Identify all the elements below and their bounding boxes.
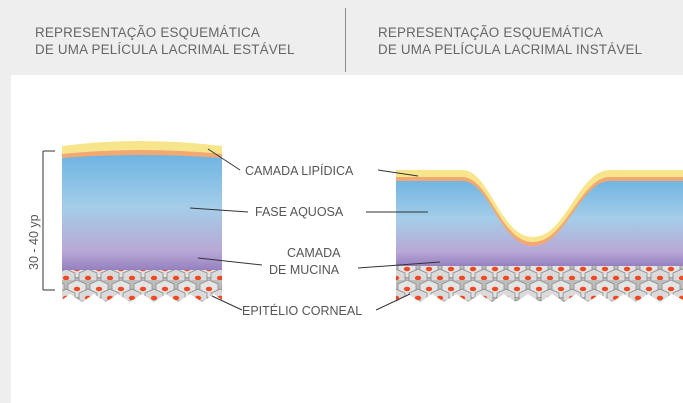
stable-tear-film <box>62 141 222 302</box>
header-right-line1: REPRESENTAÇÃO ESQUEMÁTICA <box>378 25 603 40</box>
header-left-line1: REPRESENTAÇÃO ESQUEMÁTICA <box>35 25 260 40</box>
unstable-cell-layer <box>396 266 683 302</box>
label-lipid-layer: CAMADA LIPÍDICA <box>245 163 354 178</box>
header-right-line2: DE UMA PELÍCULA LACRIMAL INSTÁVEL <box>378 42 643 57</box>
label-mucin-line2: DE MUCINA <box>269 263 340 277</box>
stable-cell-layer <box>62 270 222 302</box>
stable-aqueous-layer <box>62 153 222 275</box>
leader-lines <box>189 148 441 311</box>
label-corneal-epithelium: EPITÉLIO CORNEAL <box>242 303 362 318</box>
thickness-label: 30 - 40 yp <box>27 214 41 270</box>
header-right-title: REPRESENTAÇÃO ESQUEMÁTICA DE UMA PELÍCUL… <box>378 24 642 58</box>
header-left-title: REPRESENTAÇÃO ESQUEMÁTICA DE UMA PELÍCUL… <box>35 24 295 58</box>
header-left-line2: DE UMA PELÍCULA LACRIMAL ESTÁVEL <box>35 42 295 57</box>
label-mucin-line1: CAMADA <box>287 246 341 260</box>
unstable-aqueous-layer <box>396 177 683 270</box>
thickness-bracket <box>42 150 55 291</box>
unstable-tear-film <box>396 170 683 302</box>
left-side-strip <box>0 75 11 403</box>
header-bar: REPRESENTAÇÃO ESQUEMÁTICA DE UMA PELÍCUL… <box>0 0 683 75</box>
header-divider <box>345 8 346 72</box>
stable-lipid-layer <box>62 141 222 154</box>
label-aqueous-phase: FASE AQUOSA <box>255 205 344 219</box>
